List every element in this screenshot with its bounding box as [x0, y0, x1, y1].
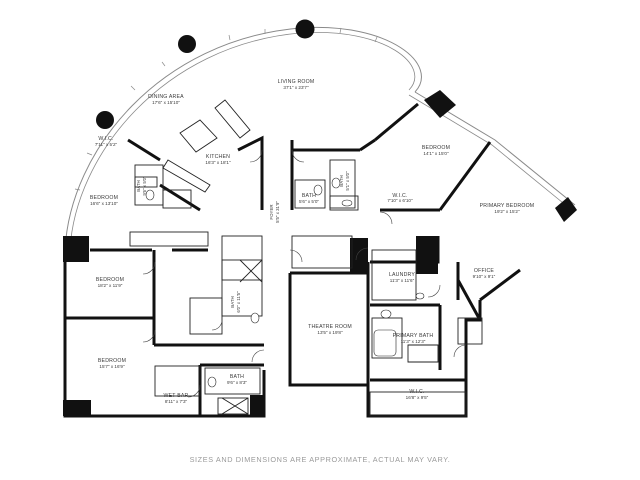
- column: [424, 90, 456, 118]
- room-label-office: OFFICE: [474, 268, 495, 274]
- column: [250, 395, 264, 415]
- room-dim-primary-bath: 11'3" x 12'3": [401, 339, 426, 344]
- room-label-wet-bar: WET BAR: [164, 393, 189, 399]
- room-label-bath-c2: BATH: [339, 175, 344, 186]
- room-dim-dining: 17'6" x 15'10": [152, 100, 180, 105]
- interior-lines: [129, 99, 483, 417]
- room-dim-bath-c1: 5'6" x 5'0": [299, 199, 319, 204]
- curved-facade-outer: [64, 26, 422, 251]
- room-dim-bath-nw: 9'6" x 5'0": [142, 176, 147, 196]
- door-swings: [142, 149, 467, 398]
- room-dim-bedroom-ne: 14'1" x 15'0": [423, 151, 449, 156]
- room-dim-bath-s: 9'6" x 8'3": [227, 380, 247, 385]
- room-label-bath-s: BATH: [230, 374, 244, 380]
- column: [63, 400, 91, 416]
- column: [350, 238, 368, 272]
- facade-mullions: [74, 27, 378, 191]
- room-label-bedroom-w: BEDROOM: [96, 277, 124, 283]
- room-dim-bath-w: 6'0" x 11'5": [236, 291, 241, 313]
- bath-fixtures: [145, 177, 425, 388]
- room-label-wic-ne: W.I.C.: [392, 193, 407, 199]
- room-dim-primary-bedroom: 19'2" x 15'2": [494, 209, 520, 214]
- room-label-bath-c1: BATH: [302, 193, 316, 199]
- room-dim-theatre: 13'5" x 19'8": [317, 330, 343, 335]
- room-label-bedroom-ne: BEDROOM: [422, 145, 450, 151]
- column: [96, 111, 114, 129]
- room-dim-office: 9'10" x 9'1": [473, 274, 496, 279]
- structural-columns: [63, 19, 577, 416]
- room-dim-wic-ne: 7'10" x 6'10": [387, 198, 413, 203]
- column: [555, 197, 577, 222]
- room-label-primary-bedroom: PRIMARY BEDROOM: [480, 203, 535, 209]
- room-dim-bath-c2: 5'1" x 5'0": [345, 171, 350, 191]
- room-label-dining: DINING AREA: [148, 94, 184, 100]
- room-label-wic-s: W.I.C.: [409, 389, 424, 395]
- walls: [63, 102, 521, 418]
- room-dim-wic-s: 16'8" x 9'5": [406, 395, 429, 400]
- room-labels: DINING AREA 17'6" x 15'10" LIVING ROOM 3…: [90, 79, 534, 404]
- room-dim-living: 37'1" x 23'7": [283, 85, 309, 90]
- room-dim-foyer: 5'5" x 31'9": [275, 201, 280, 223]
- room-label-bath-nw: BATH: [136, 180, 141, 191]
- room-label-bedroom-sw: BEDROOM: [98, 358, 126, 364]
- room-label-living: LIVING ROOM: [278, 79, 315, 85]
- column: [295, 19, 315, 39]
- disclaimer-text: SIZES AND DIMENSIONS ARE APPROXIMATE, AC…: [189, 455, 451, 464]
- room-dim-laundry: 11'3" x 11'6": [390, 278, 415, 283]
- room-label-primary-bath: PRIMARY BATH: [393, 333, 434, 339]
- column: [178, 35, 196, 53]
- room-dim-wet-bar: 8'11" x 7'3": [165, 399, 188, 404]
- column: [63, 236, 89, 262]
- room-label-bath-w: BATH: [230, 296, 235, 307]
- room-dim-bedroom-sw: 15'7" x 16'9": [99, 364, 125, 369]
- room-dim-bedroom-nw: 16'6" x 13'10": [90, 201, 118, 206]
- room-label-foyer: FOYER: [269, 204, 274, 219]
- room-dim-wic-nw: 7'11" x 5'2": [95, 142, 118, 147]
- room-label-theatre: THEATRE ROOM: [308, 324, 352, 330]
- room-label-laundry: LAUNDRY: [389, 272, 415, 278]
- room-label-bedroom-nw: BEDROOM: [90, 195, 118, 201]
- curved-facade-inner: [69, 31, 416, 251]
- room-dim-kitchen: 16'3" x 18'1": [205, 160, 231, 165]
- room-label-kitchen: KITCHEN: [206, 154, 230, 160]
- room-dim-bedroom-w: 18'2" x 11'9": [98, 283, 123, 288]
- column: [416, 236, 438, 274]
- room-label-wic-nw: W.I.C.: [98, 136, 113, 142]
